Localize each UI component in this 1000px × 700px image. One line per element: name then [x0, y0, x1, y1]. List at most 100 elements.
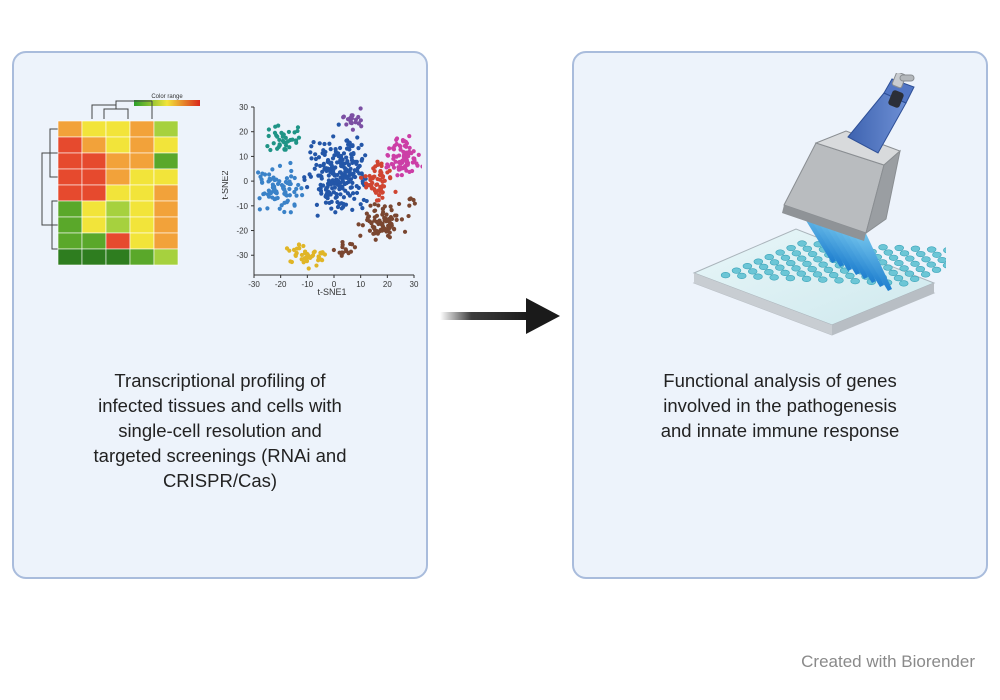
tsne-point [376, 193, 382, 198]
tsne-point [279, 203, 284, 208]
tsne-point [342, 171, 347, 176]
tsne-point [287, 180, 292, 186]
plate-well [753, 258, 764, 265]
tsne-point [387, 223, 392, 228]
tsne-point [329, 206, 334, 211]
tsne-point [384, 165, 389, 170]
tsne-point [326, 173, 331, 178]
tsne-point [350, 191, 356, 196]
tsne-point [411, 149, 416, 154]
tsne-point [363, 153, 368, 158]
tsne-point [331, 247, 336, 253]
heatmap-cell [129, 216, 155, 234]
heatmap-cell [57, 168, 83, 186]
color-range-bar [134, 100, 200, 106]
tsne-point [305, 185, 310, 190]
heatmap-cell [153, 232, 179, 250]
tsne-point [311, 139, 316, 145]
tsne-x-tick-label: 20 [383, 280, 392, 289]
tsne-point [307, 172, 312, 177]
heatmap-cell [129, 152, 155, 170]
tsne-point [373, 228, 378, 233]
tsne-point [327, 141, 332, 146]
tsne-point [406, 213, 411, 219]
tsne-point [387, 235, 392, 240]
tsne-point [350, 207, 355, 212]
tsne-point [372, 208, 378, 213]
tsne-point [328, 147, 333, 152]
tsne-point [343, 166, 348, 171]
heatmap-cell [81, 248, 107, 266]
heatmap-cell [57, 200, 83, 218]
heatmap-cell [105, 120, 131, 138]
plate-well [764, 253, 774, 261]
plate-well [780, 254, 791, 261]
tsne-point [358, 106, 363, 111]
tsne-point [287, 248, 292, 253]
heatmap-cell [81, 136, 107, 154]
tsne-point [344, 146, 350, 151]
tsne-point [357, 163, 362, 169]
heatmap-cell [57, 232, 83, 250]
tsne-point [399, 172, 404, 178]
plate-well [807, 250, 818, 258]
tsne-point [350, 113, 355, 118]
plate-well [720, 272, 731, 279]
tsne-point [398, 147, 403, 152]
tsne-point [402, 143, 407, 149]
tsne-point [266, 133, 271, 139]
plate-well [937, 256, 946, 264]
tsne-point [372, 215, 377, 220]
tsne-point [268, 147, 273, 153]
heatmap-cell [129, 168, 155, 186]
tsne-y-tick-label: 30 [239, 103, 248, 112]
tsne-point [348, 241, 353, 247]
plate-well [839, 267, 850, 274]
tsne-point [347, 140, 352, 145]
tsne-point [393, 189, 398, 194]
heatmap-cell [81, 200, 107, 218]
tsne-point [373, 237, 378, 242]
column-dendrogram [91, 100, 153, 119]
tsne-point [394, 141, 399, 147]
tsne-points [256, 106, 422, 271]
tsne-point [386, 216, 392, 222]
tsne-point [272, 130, 278, 135]
heatmap-cell [153, 152, 179, 170]
tsne-point [363, 174, 368, 179]
tsne-point [257, 207, 262, 212]
plate-well [769, 259, 780, 266]
tsne-point [341, 195, 347, 200]
tsne-point [363, 181, 369, 186]
tsne-point [333, 195, 338, 200]
heatmap-cell [81, 120, 107, 138]
tsne-point [354, 161, 359, 167]
plate-well [802, 260, 812, 267]
tsne-point [308, 150, 313, 155]
tsne-point [402, 229, 408, 234]
plate-well [916, 250, 926, 258]
tsne-point [382, 215, 387, 221]
tsne-point [292, 189, 297, 195]
tsne-point [344, 175, 349, 180]
tsne-point [361, 197, 366, 203]
plate-well [753, 273, 763, 280]
tsne-point [388, 204, 393, 209]
tsne-point [394, 136, 400, 141]
tsne-point [301, 243, 306, 249]
tsne-point [352, 196, 357, 201]
tsne-point [380, 206, 386, 211]
heatmap-cell [129, 136, 155, 154]
tsne-point [380, 175, 385, 180]
tsne-point [393, 159, 398, 164]
tsne-point [322, 141, 327, 147]
tsne-point [283, 179, 288, 185]
plate-well [786, 259, 796, 267]
right-caption: Functional analysis of genes involved in… [660, 370, 900, 441]
tsne-point [288, 160, 293, 166]
pipette-manifold [782, 130, 901, 241]
tsne-point [344, 155, 349, 160]
tsne-point [396, 153, 402, 158]
tsne-point [337, 145, 343, 151]
